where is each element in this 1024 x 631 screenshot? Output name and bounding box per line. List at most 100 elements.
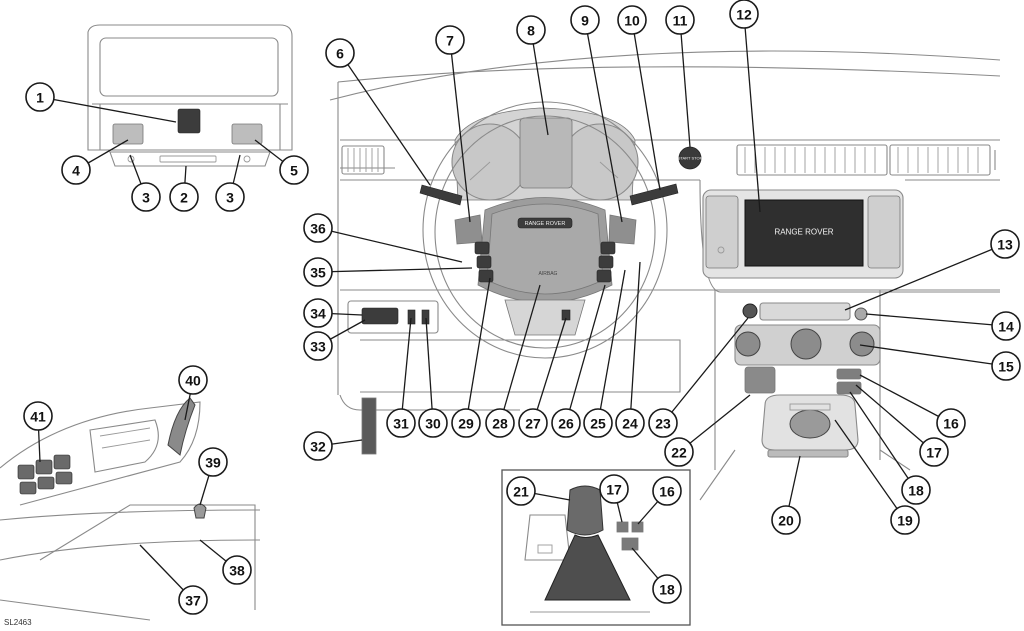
callout-12: 12 xyxy=(729,0,759,29)
callout-16: 16 xyxy=(936,408,966,438)
leader-line xyxy=(679,19,691,148)
callout-number: 27 xyxy=(525,416,541,432)
callout-4: 4 xyxy=(61,155,91,185)
figure-code: SL2463 xyxy=(4,618,32,627)
callout-29: 29 xyxy=(451,408,481,438)
leader-line xyxy=(317,227,463,263)
callout-number: 39 xyxy=(205,455,221,471)
callout-35: 35 xyxy=(303,257,333,287)
callout-38: 38 xyxy=(222,555,252,585)
leader-line xyxy=(629,261,641,424)
callout-number: 28 xyxy=(492,416,508,432)
mirror-switch xyxy=(167,397,196,456)
gear-knob xyxy=(566,485,604,536)
indicator-stalk xyxy=(629,183,679,206)
callout-20: 20 xyxy=(771,505,801,535)
leader-line xyxy=(662,317,749,424)
callout-number: 32 xyxy=(310,439,326,455)
callout-31: 31 xyxy=(386,408,416,438)
steering-wheel-brand-text: RANGE ROVER xyxy=(525,221,566,227)
left-spoke-controls xyxy=(474,241,494,283)
callout-number: 19 xyxy=(897,513,913,529)
callout-number: 35 xyxy=(310,265,326,281)
touch-screen-unit: RANGE ROVER xyxy=(702,189,904,279)
steering-wheel: RANGE ROVER AIRBAG xyxy=(419,101,679,359)
callout-19: 19 xyxy=(890,505,920,535)
start-stop-text: START STOP xyxy=(678,156,703,161)
leader-line xyxy=(425,317,434,424)
callout-21: 21 xyxy=(506,476,536,506)
leader-line xyxy=(631,19,661,191)
callout-33: 33 xyxy=(303,331,333,361)
gear-gaiter xyxy=(544,534,631,601)
leader-line xyxy=(339,52,431,186)
leader-line xyxy=(449,39,471,223)
callout-34: 34 xyxy=(303,298,333,328)
callout-32: 32 xyxy=(303,431,333,461)
leader-line xyxy=(499,284,541,424)
leader-line xyxy=(859,344,1007,367)
callout-number: 16 xyxy=(943,416,959,432)
leader-line xyxy=(39,96,177,123)
callout-17: 17 xyxy=(919,437,949,467)
callout-number: 37 xyxy=(185,593,201,609)
airbag-text: AIRBAG xyxy=(539,271,558,277)
touch-screen xyxy=(744,199,864,267)
callout-number: 14 xyxy=(998,319,1014,335)
callout-number: 17 xyxy=(606,482,622,498)
callout-13: 13 xyxy=(990,229,1020,259)
right-spoke-controls xyxy=(596,241,616,283)
overhead-console xyxy=(87,24,293,167)
callout-number: 10 xyxy=(624,13,640,29)
reading-lamp-left xyxy=(112,123,144,145)
callout-number: 5 xyxy=(290,163,298,179)
rotary-shifter xyxy=(789,409,831,439)
callout-number: 3 xyxy=(226,190,234,206)
callout-2: 2 xyxy=(169,182,199,212)
callout-16: 16 xyxy=(652,476,682,506)
leader-line xyxy=(849,391,917,491)
callout-39: 39 xyxy=(198,447,228,477)
callout-5: 5 xyxy=(279,155,309,185)
leader-line xyxy=(597,269,626,424)
callout-number: 1 xyxy=(36,90,44,106)
leader-line xyxy=(855,384,935,453)
courtesy-light-switch xyxy=(177,108,201,134)
callout-number: 9 xyxy=(581,13,589,29)
callout-14: 14 xyxy=(991,311,1021,341)
callout-11: 11 xyxy=(665,5,695,35)
callout-41: 41 xyxy=(23,401,53,431)
wiper-stalk xyxy=(419,184,463,206)
air-vent-right xyxy=(889,144,991,176)
callout-7: 7 xyxy=(435,25,465,55)
callout-1: 1 xyxy=(25,82,55,112)
air-vent-left xyxy=(341,145,385,175)
leader-line xyxy=(565,284,606,424)
door-switch-pack xyxy=(17,454,73,495)
callout-25: 25 xyxy=(583,408,613,438)
callout-3: 3 xyxy=(215,182,245,212)
leader-line xyxy=(465,277,491,424)
leader-line xyxy=(530,29,549,136)
callout-number: 23 xyxy=(655,416,671,432)
fuel-filler-release xyxy=(361,397,377,455)
airbag-cover xyxy=(486,203,604,295)
callout-number: 3 xyxy=(142,190,150,206)
manual-shift-inset xyxy=(501,469,691,626)
callout-number: 12 xyxy=(736,7,752,23)
callout-number: 2 xyxy=(180,190,188,206)
climate-knob-right xyxy=(849,331,875,357)
callout-17: 17 xyxy=(599,474,629,504)
screen-brand-text: RANGE ROVER xyxy=(774,228,833,237)
leader-line xyxy=(743,13,761,213)
leader-line xyxy=(400,317,412,424)
callout-number: 18 xyxy=(659,582,675,598)
callout-number: 8 xyxy=(527,23,535,39)
callout-6: 6 xyxy=(325,38,355,68)
callout-27: 27 xyxy=(518,408,548,438)
leader-line xyxy=(834,419,906,521)
callout-number: 13 xyxy=(997,237,1013,253)
callout-number: 36 xyxy=(310,221,326,237)
terrain-switch xyxy=(744,366,776,394)
callout-15: 15 xyxy=(991,351,1021,381)
